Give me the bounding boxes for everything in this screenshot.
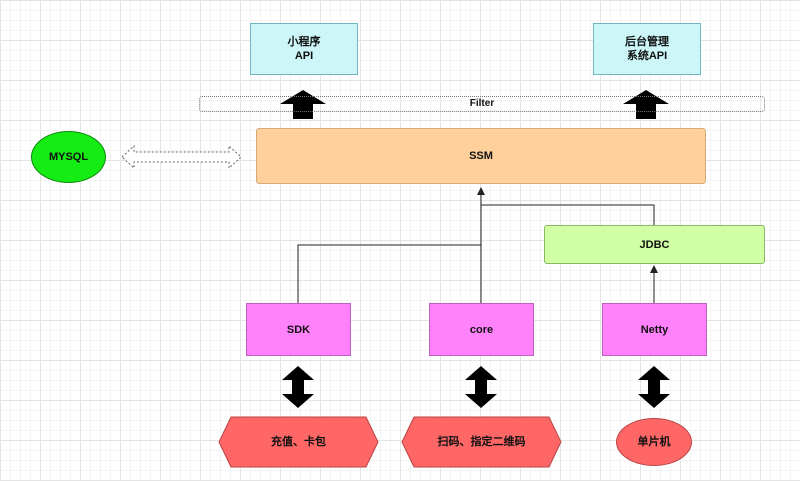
- ssm-box: SSM: [256, 128, 706, 184]
- mcu-netty-double-arrow: [638, 366, 670, 408]
- netty-label: Netty: [640, 323, 669, 336]
- core-label: core: [469, 323, 494, 336]
- recharge-label: 充值、卡包: [271, 436, 326, 448]
- recharge-sdk-double-arrow: [282, 366, 314, 408]
- mcu-label: 单片机: [637, 436, 671, 448]
- recharge-hexagon-shape: [218, 416, 379, 468]
- recharge-node: 充值、卡包: [219, 417, 378, 467]
- sdk-to-ssm-connector: [297, 244, 481, 303]
- mini-program-api-label: 小程序 API: [287, 36, 321, 62]
- scan-node: 扫码、指定二维码: [402, 417, 561, 467]
- mcu-node: 单片机: [616, 418, 692, 466]
- jdbc-to-ssm-connector: [481, 204, 655, 225]
- admin-api-label: 后台管理 系统API: [625, 36, 669, 62]
- scan-label: 扫码、指定二维码: [437, 436, 526, 448]
- mysql-node: MYSQL: [31, 131, 106, 183]
- ssm-to-admin-arrow: [623, 90, 669, 119]
- filter-label: Filter: [469, 98, 495, 109]
- ssm-to-mini-program-arrow: [280, 90, 326, 119]
- ssm-label: SSM: [469, 150, 493, 162]
- jdbc-label: JDBC: [639, 238, 670, 251]
- mysql-label: MYSQL: [48, 151, 89, 163]
- mysql-ssm-double-arrow: [121, 144, 242, 170]
- sdk-box: SDK: [246, 303, 351, 356]
- netty-box: Netty: [602, 303, 707, 356]
- sdk-label: SDK: [286, 323, 311, 336]
- jdbc-box: JDBC: [544, 225, 765, 264]
- mini-program-api-box: 小程序 API: [250, 23, 358, 75]
- scan-core-double-arrow: [465, 366, 497, 408]
- filter-band: Filter: [199, 96, 765, 112]
- core-box: core: [429, 303, 534, 356]
- admin-api-box: 后台管理 系统API: [593, 23, 701, 75]
- scan-hexagon-shape: [401, 416, 562, 468]
